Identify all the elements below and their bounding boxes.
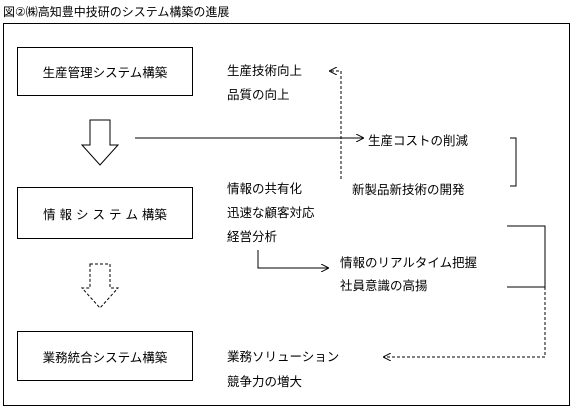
diagram-frame — [3, 23, 570, 406]
outcome-employee-awareness: 社員意識の高揚 — [340, 278, 428, 293]
effect-quality: 品質の向上 — [227, 87, 290, 102]
effect-business-solution: 業務ソリューション — [227, 349, 340, 364]
diagram-title: 図②㈱高知豊中技研のシステム構築の進展 — [3, 5, 230, 19]
outcome-realtime-info: 情報のリアルタイム把握 — [340, 255, 478, 270]
stage-business-integration-box: 業務統合システム構築 — [17, 331, 193, 381]
effect-management-analysis: 経営分析 — [227, 229, 278, 244]
effect-info-sharing: 情報の共有化 — [227, 181, 303, 196]
effect-production-tech: 生産技術向上 — [227, 63, 303, 78]
stage-production-management-label: 生産管理システム構築 — [42, 65, 168, 80]
effect-competitiveness: 競争力の増大 — [227, 374, 303, 389]
stage-information-system-label: 情 報 シ ス テ ム 構築 — [43, 206, 167, 222]
outcome-new-product: 新製品新技術の開発 — [352, 182, 465, 197]
stage-business-integration-label: 業務統合システム構築 — [42, 349, 168, 365]
outcome-cost-reduction: 生産コストの削減 — [368, 133, 469, 148]
stage-production-management-box: 生産管理システム構築 — [17, 47, 193, 96]
effect-customer-response: 迅速な顧客対応 — [227, 205, 315, 220]
stage-information-system-box: 情 報 シ ス テ ム 構築 — [17, 187, 193, 239]
